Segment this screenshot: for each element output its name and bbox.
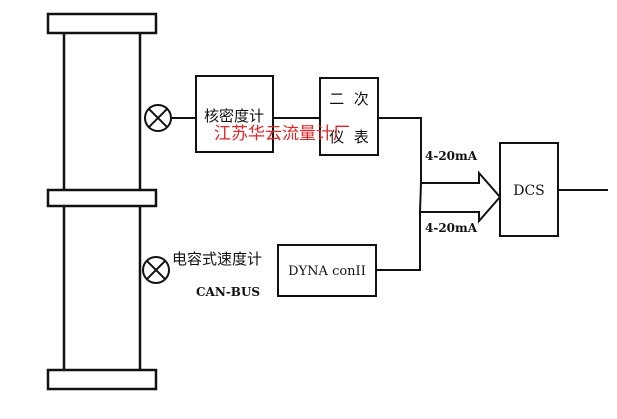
dcs-box (499, 142, 559, 237)
nuclear-density-meter-box (195, 75, 274, 153)
secondary-to-arrow-line (378, 117, 422, 183)
can-bus-label: CAN-BUS (196, 285, 260, 299)
dyna-to-arrow-line (376, 212, 421, 271)
pipe-section (46, 12, 158, 391)
nuclear-sensor-icon (144, 104, 172, 132)
dyna-con-label: DYNA conII (288, 264, 366, 279)
signal-lines (171, 117, 608, 271)
secondary-instrument-box (319, 77, 379, 156)
top-flange (46, 12, 158, 35)
secondary-instrument-label-bottom: 仪 表 (329, 128, 369, 146)
bottom-flange (46, 368, 158, 391)
capacitive-sensor-icon (142, 256, 170, 284)
dyna-con-box (277, 244, 377, 297)
signal-label-lower: 4-20mA (425, 221, 478, 235)
dcs-label: DCS (513, 183, 545, 199)
watermark-text: 江苏华云流量计厂 (214, 124, 350, 144)
secondary-instrument-label-top: 二 次 (329, 90, 369, 108)
capacitive-velocity-meter-label: 电容式速度计 (172, 250, 262, 268)
signal-label-upper: 4-20mA (425, 149, 478, 163)
middle-flange (46, 188, 158, 208)
merge-arrow (418, 170, 502, 224)
blocks (195, 75, 559, 297)
nuclear-density-meter-label: 核密度计 (204, 107, 264, 125)
